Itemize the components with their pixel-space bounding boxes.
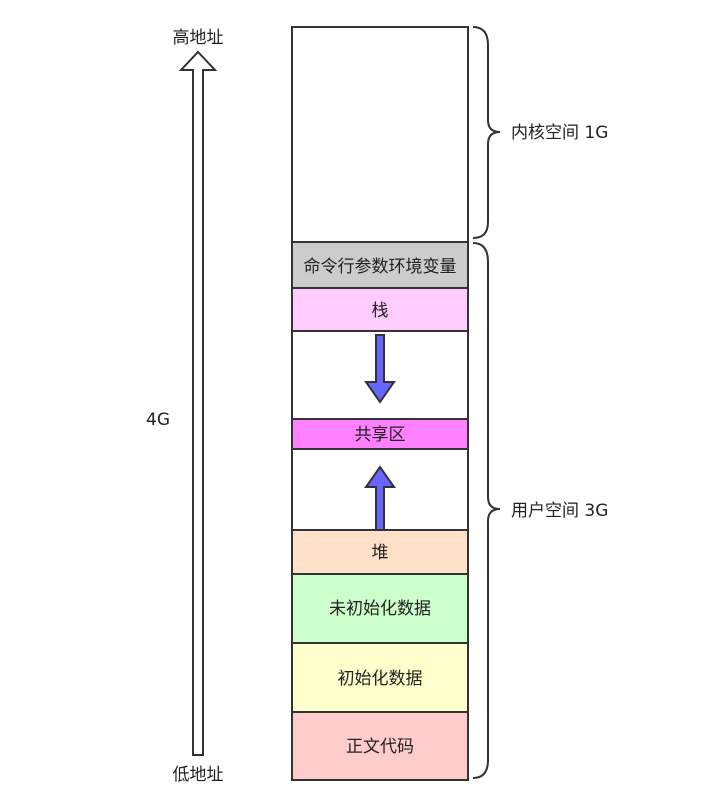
- segment-heap-label: 堆: [372, 543, 389, 563]
- segment-text: [291, 711, 469, 781]
- segment-shared-label: 共享区: [355, 425, 406, 445]
- segment-data-label: 初始化数据: [338, 669, 423, 689]
- address-axis-arrow: [178, 50, 218, 756]
- kernel-space-label: 内核空间 1G: [511, 123, 608, 143]
- heap-growth-arrow: [364, 465, 396, 531]
- user-space-label: 用户空间 3G: [511, 501, 608, 521]
- segment-kernel: [291, 26, 469, 243]
- segment-text-label: 正文代码: [346, 737, 414, 757]
- high-address-label: 高地址: [173, 28, 224, 48]
- low-address-label: 低地址: [173, 765, 224, 785]
- user-space-brace: [472, 242, 501, 779]
- segment-env: [291, 241, 469, 289]
- stack-growth-arrow: [364, 334, 396, 404]
- segment-env-label: 命令行参数环境变量: [304, 257, 457, 277]
- segment-bss-label: 未初始化数据: [329, 599, 431, 619]
- kernel-space-brace: [472, 26, 501, 239]
- segment-bss: [291, 573, 469, 644]
- total-size-label: 4G: [146, 410, 170, 430]
- memory-column: [291, 26, 469, 781]
- segment-stack-label: 栈: [372, 301, 389, 321]
